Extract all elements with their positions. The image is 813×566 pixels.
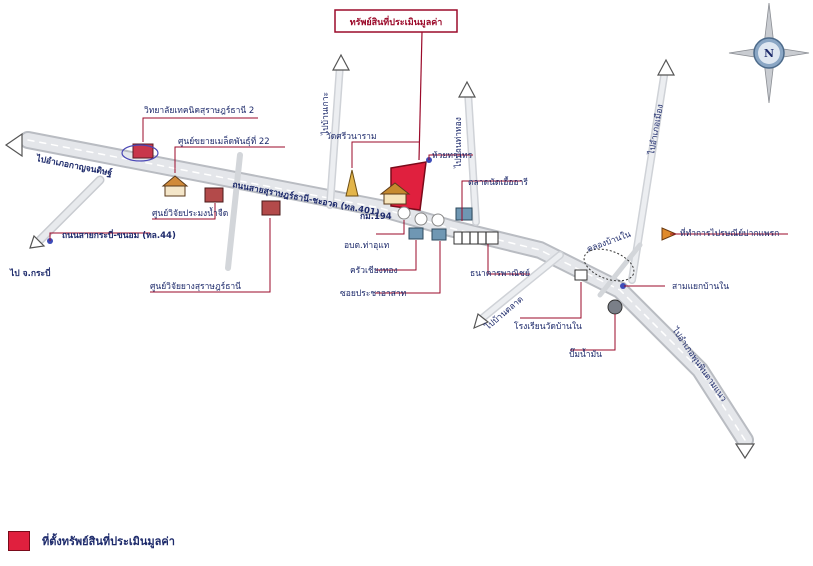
- compass-rose: N: [728, 2, 810, 104]
- college-icon: [132, 143, 154, 159]
- label-temple: วัดศรีวนาราม: [326, 131, 377, 142]
- label-to-krabi: ไป จ.กระบี่: [9, 266, 51, 279]
- arrow-south-b-icon: [734, 443, 756, 460]
- roads: [19, 61, 754, 449]
- title-pointer: [418, 31, 423, 161]
- label-post: ที่ทำการไปรษณีย์ปากแพรก: [680, 227, 779, 239]
- post-office-icon: [661, 227, 678, 241]
- label-school: โรงเรียนวัดบ้านใน: [514, 321, 582, 332]
- gas-station-icon: [607, 299, 623, 315]
- label-hwy44: ถนนสายกระบี่-ขนอม (ทล.44): [62, 228, 176, 241]
- school-icon: [574, 269, 588, 281]
- label-seed-center: ศูนย์ขยายเมล็ดพันธุ์ที่ 22: [178, 135, 270, 147]
- compass-north-letter: N: [764, 47, 774, 60]
- label-fisheries: ศูนย์วิจัยประมงน้ำจืด: [152, 207, 228, 219]
- label-college: วิทยาลัยเทคนิคสุราษฎร์ธานี 2: [144, 105, 255, 116]
- label-khlong: คลองบ้านใน: [585, 229, 632, 255]
- arrow-north-b-icon: [458, 80, 476, 98]
- label-bank: ธนาคารพาณิชย์: [470, 268, 530, 279]
- label-restaurant: ครัวเชียงทอง: [350, 265, 398, 276]
- title-box-text: ทรัพย์สินที่ประเมินมูลค่า: [350, 15, 443, 28]
- map-labels: วิทยาลัยเทคนิคสุราษฎร์ธานี 2 ศูนย์ขยายเม…: [9, 92, 779, 404]
- label-km: กม.194: [360, 212, 392, 222]
- restaurant-icon: [431, 228, 447, 241]
- label-tambon: อบต.ท่าอุแท: [344, 241, 390, 251]
- arrow-west-icon: [4, 132, 23, 158]
- junction-highlight: [583, 248, 635, 282]
- arrow-southwest-icon: [29, 234, 46, 249]
- arrow-north-a-icon: [332, 53, 350, 71]
- legend-text: ที่ตั้งทรัพย์สินที่ประเมินมูลค่า: [42, 535, 175, 548]
- fisheries-icon: [204, 187, 224, 203]
- temple-icon: [345, 169, 359, 197]
- rubber-icon: [261, 200, 281, 216]
- label-rubber: ศูนย์วิจัยยางสุราษฎร์ธานี: [150, 281, 241, 292]
- label-to-north-b: ไปบ้านท่าทอง: [453, 117, 464, 169]
- landmarks: [47, 143, 678, 315]
- label-huai: ห้วยทาไทร: [432, 150, 473, 161]
- arrow-north-c-icon: [657, 58, 675, 76]
- label-to-north-c: ไปอำเภอเมือง: [646, 103, 666, 156]
- leader-lines: [49, 117, 788, 351]
- legend: ที่ตั้งทรัพย์สินที่ประเมินมูลค่า: [8, 531, 175, 551]
- label-market: ตลาดนัดเอื้ออารี: [468, 176, 528, 188]
- tambon-icon: [408, 227, 424, 240]
- title-box: [334, 9, 458, 33]
- label-to-north-a: ไปบ้านเกาะ: [320, 92, 331, 136]
- label-junction: สามแยกบ้านใน: [672, 281, 729, 292]
- km-marker: [397, 206, 411, 220]
- arrow-south-a-icon: [473, 312, 490, 330]
- direction-arrows: [4, 53, 756, 460]
- label-to-south-b: ไปอำเภอพุนพินตามแนว: [669, 325, 729, 404]
- legend-swatch: [8, 531, 30, 551]
- market-icon: [455, 207, 473, 221]
- bank-icon: [453, 231, 499, 245]
- label-soi: ซอยประชาอาสาท: [340, 289, 407, 299]
- label-gas: ปั๊มน้ำมัน: [569, 347, 602, 360]
